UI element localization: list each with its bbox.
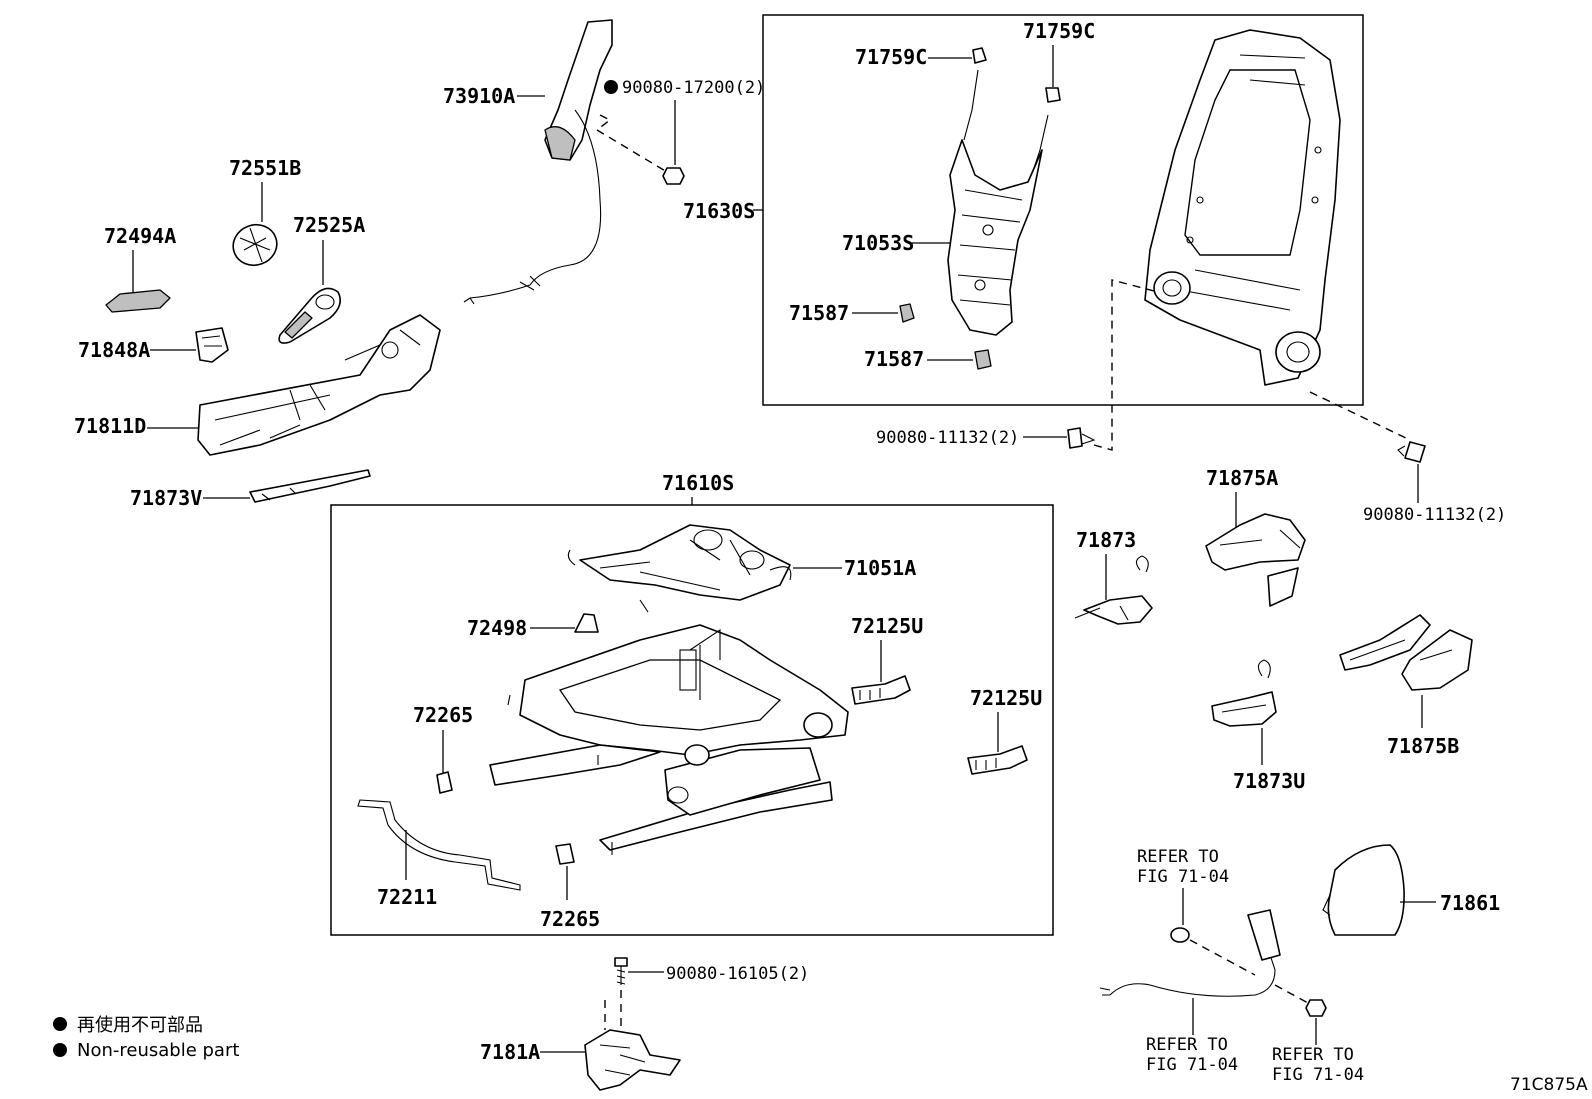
label-71811D: 71811D [74, 414, 146, 438]
bolt-90080-16105 [614, 957, 628, 985]
label-72211: 72211 [377, 885, 437, 909]
legend-japanese: 再使用不可部品 [77, 1015, 203, 1036]
label-90080-17200: 90080-17200(2) [622, 78, 765, 98]
label-72498: 72498 [467, 616, 527, 640]
label-71873U: 71873U [1233, 769, 1305, 793]
part-71811D-drawing [197, 314, 441, 456]
part-72265-a [436, 771, 453, 794]
legend-marker-english [53, 1043, 67, 1057]
label-90080-11132-a: 90080-11132(2) [876, 428, 1019, 448]
dash-90080-11132-b [1309, 391, 1411, 441]
label-71759C-a: 71759C [855, 45, 927, 69]
nut-90080-17200 [662, 167, 685, 185]
part-72211-drawing [357, 799, 521, 891]
part-71051A-drawing [567, 524, 792, 613]
dash-ref-buckle [1189, 939, 1309, 1004]
seat-adjuster-frame-drawing [489, 624, 849, 855]
part-72125U-a [851, 675, 911, 705]
ref2-line2: FIG 71-04 [1146, 1055, 1238, 1075]
label-71873: 71873 [1076, 528, 1136, 552]
label-71875A: 71875A [1206, 466, 1278, 490]
label-71051A: 71051A [844, 556, 916, 580]
part-71873-drawing [1074, 555, 1153, 625]
part-71848A-drawing [195, 327, 229, 363]
label-72494A: 72494A [104, 224, 176, 248]
part-72525A-drawing [278, 287, 341, 344]
legend-marker-japanese [53, 1017, 67, 1031]
label-90080-16105: 90080-16105(2) [666, 964, 809, 984]
label-71610S: 71610S [662, 471, 734, 495]
label-71587-a: 71587 [789, 301, 849, 325]
label-71848A: 71848A [78, 338, 150, 362]
label-72525A: 72525A [293, 213, 365, 237]
label-72265-a: 72265 [413, 703, 473, 727]
part-72494A-drawing [105, 289, 171, 313]
label-71630S: 71630S [683, 199, 755, 223]
label-90080-11132-b: 90080-11132(2) [1363, 505, 1506, 525]
ref1-line2: FIG 71-04 [1137, 867, 1229, 887]
ref3-line1: REFER TO [1272, 1045, 1354, 1065]
part-71053S-drawing [947, 69, 1049, 336]
label-72125U-a: 72125U [851, 614, 923, 638]
part-71875B-drawing [1339, 614, 1473, 691]
clip-71759C-a [972, 47, 987, 64]
part-72498-drawing [574, 613, 599, 633]
label-71873V: 71873V [130, 486, 202, 510]
part-72265-b [555, 843, 575, 865]
seatback-frame-drawing [1144, 29, 1341, 386]
part-71587-a [899, 303, 915, 323]
label-71759C-b: 71759C [1023, 19, 1095, 43]
part-71587-b [974, 349, 992, 370]
part-71873V-drawing [249, 469, 371, 503]
label-73910A: 73910A [443, 84, 515, 108]
dash-90080-17200 [596, 114, 673, 176]
ref1-line1: REFER TO [1137, 847, 1219, 867]
clip-71759C-b [1045, 87, 1061, 103]
dash-90080-16105 [604, 990, 622, 1030]
dash-90080-11132-a [1093, 279, 1159, 451]
label-72125U-b: 72125U [970, 686, 1042, 710]
part-71873U-drawing [1211, 659, 1277, 727]
non-reusable-marker-90080-17200 [604, 80, 618, 94]
part-72125U-b [967, 745, 1028, 775]
label-71053S: 71053S [842, 231, 914, 255]
bolt-90080-11132-a [1067, 427, 1096, 449]
ref3-line2: FIG 71-04 [1272, 1065, 1364, 1085]
part-72551B-drawing [232, 223, 278, 267]
diagram-code: 71C875A [1510, 1075, 1588, 1095]
legend-english: Non-reusable part [77, 1040, 239, 1061]
label-71587-b: 71587 [864, 347, 924, 371]
part-73910A-drawing [463, 19, 613, 305]
part-71861-drawing [1322, 844, 1405, 936]
seatbelt-buckle-drawing [1099, 909, 1327, 1017]
bolt-90080-11132-b [1397, 441, 1426, 463]
ref2-line1: REFER TO [1146, 1035, 1228, 1055]
label-71861: 71861 [1440, 891, 1500, 915]
label-7181A: 7181A [480, 1040, 540, 1064]
label-72265-b: 72265 [540, 907, 600, 931]
label-71875B: 71875B [1387, 734, 1459, 758]
part-71875A-drawing [1205, 513, 1306, 607]
label-72551B: 72551B [229, 156, 301, 180]
part-7181A-drawing [584, 1029, 681, 1091]
